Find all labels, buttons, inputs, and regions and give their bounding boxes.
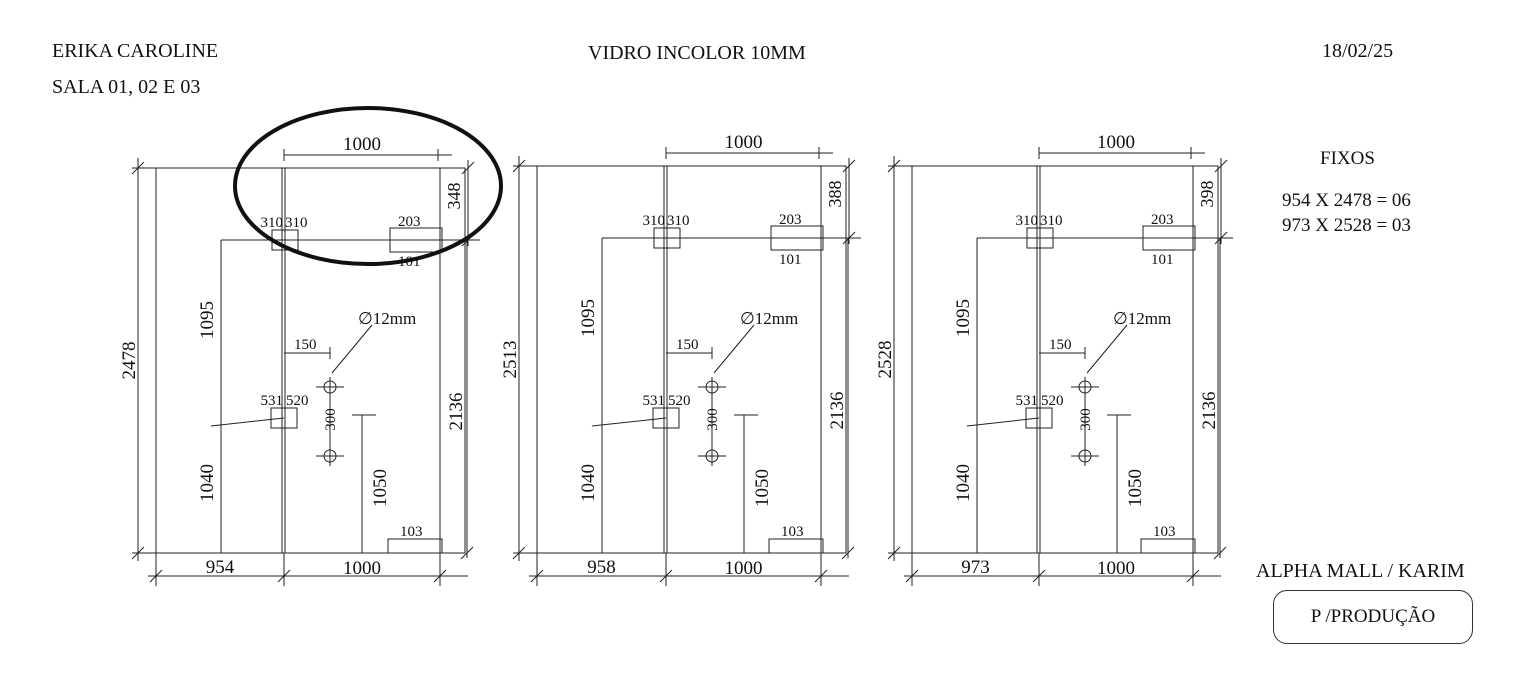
hinge-b-label: 310 xyxy=(1040,213,1063,229)
hole-label: ∅12mm xyxy=(1113,309,1171,328)
fixed-width-label: 958 xyxy=(587,557,616,578)
mid-line xyxy=(966,417,1040,427)
right-height-label: 2136 xyxy=(1199,392,1220,430)
door-lower-label: 1050 xyxy=(1125,469,1146,507)
project-name: ALPHA MALL / KARIM xyxy=(1256,560,1465,582)
lock-top-label: 203 xyxy=(1151,212,1174,228)
fixed-width-label: 954 xyxy=(206,557,235,578)
fixos-title: FIXOS xyxy=(1320,148,1375,169)
mid-a-label: 531 xyxy=(643,393,666,409)
mid-a-label: 531 xyxy=(1016,393,1039,409)
lock-bottom-label: 101 xyxy=(1151,252,1174,268)
offset-label: 150 xyxy=(1049,337,1072,353)
top-right-label: 348 xyxy=(444,183,464,210)
hinge-box xyxy=(1026,227,1054,249)
hinge-a-label: 310 xyxy=(1016,213,1039,229)
outer-frame xyxy=(536,165,847,554)
mid-hinge-box xyxy=(652,407,680,429)
right-height-label: 2136 xyxy=(827,392,848,430)
mid-line xyxy=(210,417,285,427)
lock-bottom-label: 101 xyxy=(779,252,802,268)
hinge-box xyxy=(653,227,681,249)
hole-leader xyxy=(1086,324,1128,374)
bottom-tab xyxy=(387,538,443,554)
offset-label: 150 xyxy=(676,337,699,353)
mid-b-label: 520 xyxy=(286,393,309,409)
offset-label: 150 xyxy=(294,337,317,353)
spacing-label: 300 xyxy=(323,408,339,431)
status-label: P /PRODUÇÃO xyxy=(1310,606,1436,627)
mid-a-label: 531 xyxy=(261,393,284,409)
left-upper-label: 1095 xyxy=(197,301,218,339)
hole-leader xyxy=(331,324,373,374)
drawing-date: 18/02/25 xyxy=(1322,40,1394,62)
left-lower-label: 1040 xyxy=(578,464,599,502)
outer-frame xyxy=(155,167,466,554)
left-lower-label: 1040 xyxy=(953,464,974,502)
bottom-tab-label: 103 xyxy=(1153,524,1176,540)
door-lower-label: 1050 xyxy=(370,469,391,507)
total-height-label: 2528 xyxy=(875,341,896,379)
bottom-tab xyxy=(1140,538,1196,554)
fixos-line: 973 X 2528 = 03 xyxy=(1282,215,1411,236)
top-right-label: 398 xyxy=(1197,181,1217,208)
mid-line xyxy=(591,417,667,427)
mid-hinge-box xyxy=(1025,407,1053,429)
total-height-label: 2478 xyxy=(119,342,140,380)
bottom-tab xyxy=(768,538,824,554)
top-width-label: 1000 xyxy=(725,132,763,153)
left-upper-label: 1095 xyxy=(578,299,599,337)
lock-box xyxy=(770,225,824,251)
door-width-label: 1000 xyxy=(1097,558,1135,579)
lock-top-label: 203 xyxy=(398,214,421,230)
hole-leader xyxy=(713,324,755,374)
lock-box xyxy=(1142,225,1196,251)
client-name: ERIKA CAROLINE xyxy=(52,40,219,62)
dim-tick xyxy=(1213,546,1227,560)
hole-label: ∅12mm xyxy=(358,309,416,328)
spacing-label: 300 xyxy=(705,408,721,431)
mid-hinge-box xyxy=(270,407,298,429)
highlight-ellipse xyxy=(233,106,503,266)
outer-frame xyxy=(911,165,1219,554)
right-height-label: 2136 xyxy=(446,393,467,431)
bottom-tab-label: 103 xyxy=(781,524,804,540)
hinge-a-label: 310 xyxy=(643,213,666,229)
door-width-label: 1000 xyxy=(725,558,763,579)
mid-b-label: 520 xyxy=(1041,393,1064,409)
bottom-tab-label: 103 xyxy=(400,524,423,540)
top-width-label: 1000 xyxy=(1097,132,1135,153)
door-width-label: 1000 xyxy=(343,558,381,579)
door-lower-label: 1050 xyxy=(752,469,773,507)
top-right-label: 388 xyxy=(825,181,845,208)
left-lower-label: 1040 xyxy=(197,464,218,502)
dim-tick xyxy=(841,546,855,560)
lock-top-label: 203 xyxy=(779,212,802,228)
hinge-a-label: 310 xyxy=(261,215,284,231)
lock-box xyxy=(389,227,443,253)
material-title: VIDRO INCOLOR 10MM xyxy=(588,42,806,64)
top-width-label: 1000 xyxy=(343,134,381,155)
dim-tick xyxy=(461,161,475,175)
dim-tick xyxy=(460,546,474,560)
fixed-width-label: 973 xyxy=(961,557,990,578)
mid-b-label: 520 xyxy=(668,393,691,409)
hinge-b-label: 310 xyxy=(285,215,308,231)
hole-label: ∅12mm xyxy=(740,309,798,328)
total-height-label: 2513 xyxy=(500,341,521,379)
spacing-label: 300 xyxy=(1078,408,1094,431)
fixos-line: 954 X 2478 = 06 xyxy=(1282,190,1411,211)
status-badge: P /PRODUÇÃO xyxy=(1273,590,1473,644)
dim-tick xyxy=(1214,159,1228,173)
left-upper-label: 1095 xyxy=(953,299,974,337)
hinge-b-label: 310 xyxy=(667,213,690,229)
room-list: SALA 01, 02 E 03 xyxy=(52,76,201,98)
dim-tick xyxy=(842,159,856,173)
